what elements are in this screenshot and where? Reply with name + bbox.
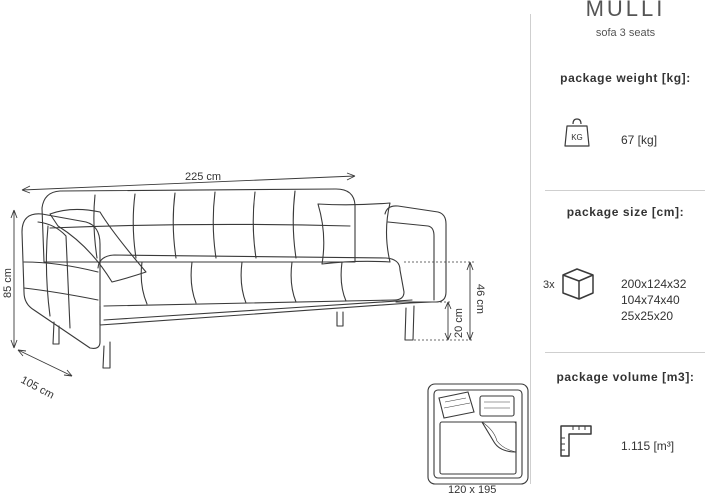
left-pillow (49, 208, 147, 283)
bed-plan-icon (427, 383, 529, 485)
package-volume-heading: package volume [m3]: (556, 370, 695, 384)
weight-divider (545, 190, 705, 191)
package-box-1: 200x124x32 (621, 277, 687, 291)
seat-height-label: 46 cm (474, 284, 486, 314)
panel-divider (530, 14, 531, 484)
leg-front-right (404, 305, 415, 341)
package-volume-value: 1.115 [m³] (621, 439, 675, 453)
package-box-2: 104x74x40 (621, 293, 680, 307)
package-size-heading: package size [cm]: (566, 205, 685, 219)
leg-back-left (52, 321, 60, 345)
package-weight-heading: package weight [kg]: (560, 71, 691, 85)
leg-height-label: 20 cm (453, 308, 465, 338)
spec-panel: MULLI sofa 3 seats package weight [kg]: … (531, 0, 720, 494)
package-weight-value: 67 [kg] (621, 133, 658, 147)
package-box-icon (562, 268, 594, 300)
kg-weight-icon: KG (564, 118, 590, 147)
depth-dimension-label: 105 cm (19, 374, 56, 402)
bed-size-label: 120 x 195 (448, 484, 496, 494)
leg-back-right (336, 311, 344, 327)
sofa-left-arm (21, 213, 101, 349)
kg-icon-text: KG (571, 133, 583, 142)
package-box-3: 25x25x20 (621, 309, 674, 323)
leg-front-left (102, 341, 111, 369)
product-subtitle: sofa 3 seats (595, 27, 656, 39)
product-name: MULLI (585, 0, 666, 21)
sofa-technical-drawing: 225 cm 85 cm 105 cm 46 cm 20 cm 120 x 19… (2, 171, 529, 494)
height-dimension-label: 85 cm (2, 268, 14, 298)
package-count: 3x (543, 279, 555, 291)
size-divider (545, 352, 705, 353)
right-pillow (317, 202, 391, 265)
sofa-seat (97, 254, 405, 307)
volume-ruler-icon (560, 425, 592, 457)
sofa-right-arm (384, 205, 447, 303)
width-dimension-label: 225 cm (185, 171, 221, 183)
